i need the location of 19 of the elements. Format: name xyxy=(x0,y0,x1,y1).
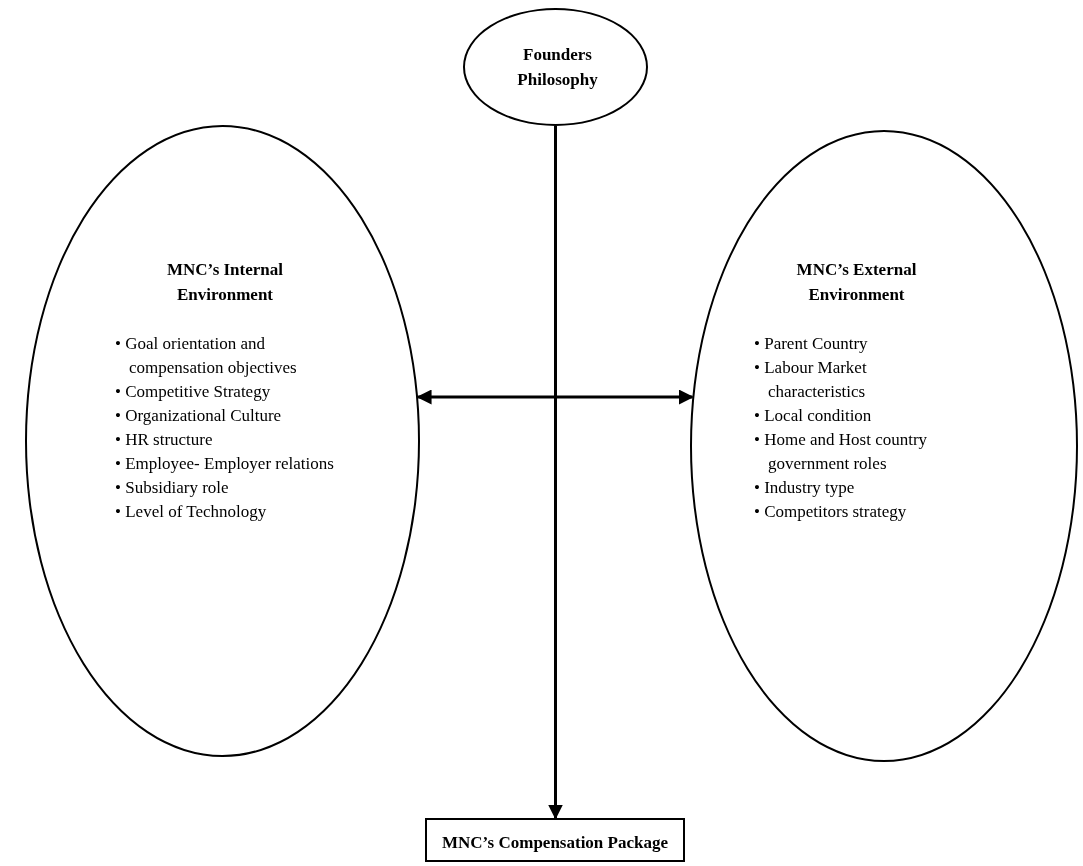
node-heading: MNC’s External Environment xyxy=(795,259,918,306)
bullet-item: • Home and Host country government roles xyxy=(754,429,929,475)
bullet-item: • Competitors strategy xyxy=(754,501,908,523)
bullet-item: • HR structure xyxy=(115,429,214,451)
bullet-item: • Subsidiary role xyxy=(115,477,230,499)
process-box xyxy=(425,818,685,862)
node-heading: Founders Philosophy xyxy=(516,44,599,91)
node-heading: MNC’s Internal Environment xyxy=(166,259,284,306)
bullet-item: • Labour Market characteristics xyxy=(754,357,868,403)
bullet-item: • Goal orientation and compensation objectives xyxy=(115,333,298,379)
node-heading: MNC’s Compensation Package xyxy=(441,832,669,854)
bullet-item: • Level of Technology xyxy=(115,501,268,523)
bullet-item: • Industry type xyxy=(754,477,856,499)
bullet-item: • Organizational Culture xyxy=(115,405,283,427)
bullet-item: • Parent Country xyxy=(754,333,869,355)
bullet-item: • Competitive Strategy xyxy=(115,381,272,403)
bullet-item: • Local condition xyxy=(754,405,873,427)
bullet-item: • Employee- Employer relations xyxy=(115,453,335,475)
arrow xyxy=(548,126,563,820)
